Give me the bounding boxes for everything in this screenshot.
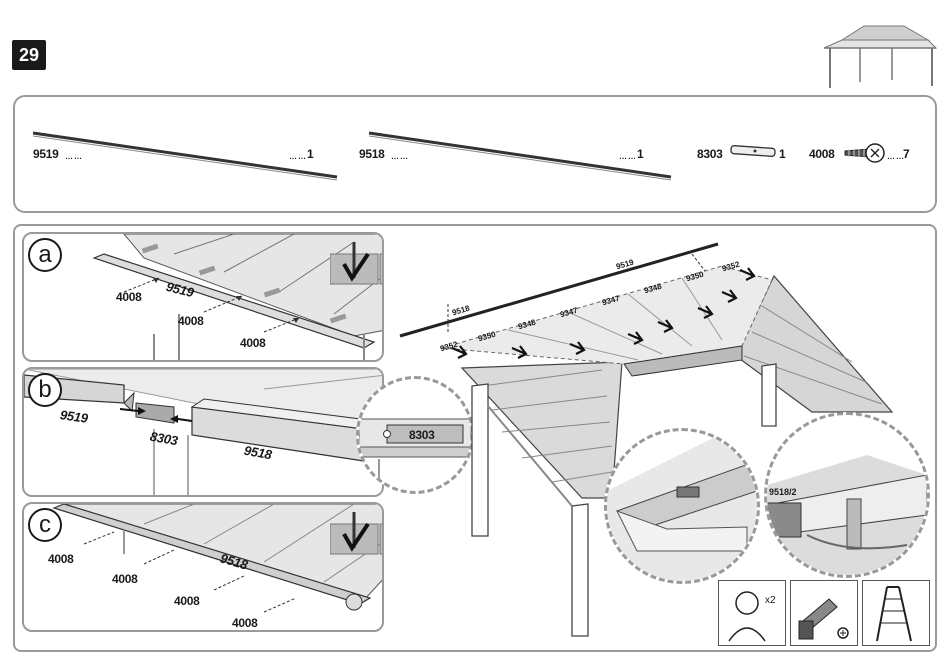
part-code-9519: 9519	[33, 147, 59, 161]
part-code-4008: 4008	[809, 147, 835, 161]
person-icon	[719, 581, 785, 645]
dots: ……	[619, 152, 637, 161]
panel-b-illustration	[24, 369, 384, 497]
screwdriver-icons	[330, 510, 384, 558]
screw-label: 4008	[232, 616, 258, 630]
panel-a: a 4008 9519 4008 4008	[22, 232, 384, 362]
ladder-tool-icon	[863, 581, 929, 645]
part-qty-9518: 1	[637, 147, 643, 161]
panel-b-letter: b	[28, 373, 62, 407]
part-code-8303: 8303	[697, 147, 723, 161]
gazebo-thumbnail	[820, 22, 940, 90]
connector-8303-image	[729, 143, 785, 161]
part-qty-9519: 1	[307, 147, 313, 161]
parts-box: 9519 …… …… 1 9518 …… …… 1 8303 1 4008 ………	[13, 95, 937, 213]
zoom-hub-illustration	[607, 431, 757, 581]
part-code-9518: 9518	[359, 147, 385, 161]
step-number: 29	[12, 40, 46, 70]
panel-a-letter: a	[28, 238, 62, 272]
panel-c: c 4008 4008 4008 4008 9518	[22, 502, 384, 632]
persons-count: x2	[765, 595, 776, 606]
screw-label: 4008	[48, 552, 74, 566]
screwdriver-icons	[330, 240, 384, 288]
screw-4008-icon	[843, 141, 887, 165]
drill-icon	[790, 580, 858, 646]
part-qty-4008: 7	[903, 147, 909, 161]
panel-c-letter: c	[28, 508, 62, 542]
dots: ……	[391, 152, 409, 161]
drill-tool-icon	[791, 581, 857, 645]
screw-label: 4008	[174, 594, 200, 608]
screw-label: 4008	[178, 314, 204, 328]
two-persons-icon: x2	[718, 580, 786, 646]
dots: ……	[289, 152, 307, 161]
zoom-rail-label: 9518/2	[769, 487, 797, 497]
ladder-icon	[862, 580, 930, 646]
screw-label: 4008	[240, 336, 266, 350]
panel-b: b 9519 8303 9518	[22, 367, 384, 497]
dots: ……	[65, 152, 83, 161]
zoom-circle-rail: 9518/2	[764, 412, 930, 578]
screw-label: 4008	[112, 572, 138, 586]
part-qty-8303: 1	[779, 147, 785, 161]
zoom-circle-hub	[604, 428, 760, 584]
screw-label: 4008	[116, 290, 142, 304]
